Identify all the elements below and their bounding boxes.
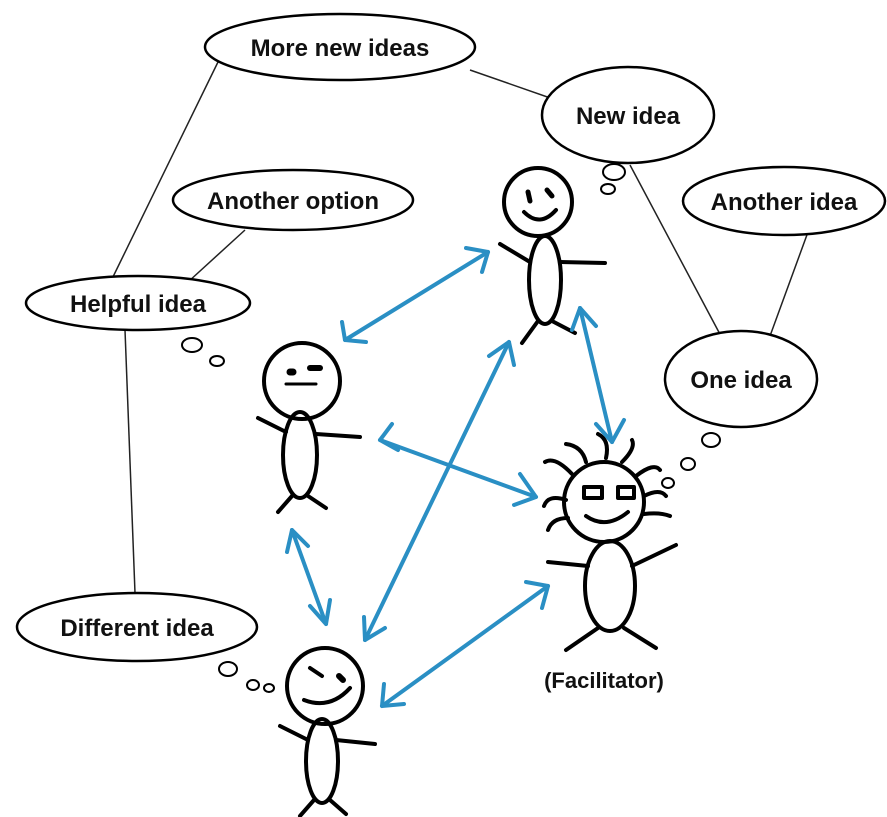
connector-more-to-new	[469, 69, 557, 101]
thought-dot	[181, 337, 203, 353]
head	[262, 341, 342, 421]
arrow-left-top	[340, 246, 490, 344]
thought-dot	[661, 477, 675, 489]
arrow-left-bottom	[285, 528, 332, 626]
connector-more-to-helpful	[109, 61, 219, 284]
bubble-more-new-ideas: More new ideas	[203, 12, 477, 82]
bubble-different-idea-label: Different idea	[60, 615, 214, 642]
bubble-new-idea-label: New idea	[576, 103, 681, 130]
connector-helpful-to-different	[124, 329, 136, 594]
connector-new-to-one	[629, 164, 723, 339]
thought-dot	[209, 355, 225, 367]
bubble-another-idea-label: Another idea	[711, 189, 858, 216]
arrow-top-facilitator	[570, 306, 626, 444]
bubble-another-option-label: Another option	[207, 188, 379, 215]
thought-dots	[181, 163, 721, 693]
connector-option-to-helpful	[187, 229, 246, 283]
connector-another-to-one	[769, 231, 809, 337]
body	[527, 234, 563, 326]
bubble-another-idea: Another idea	[681, 165, 887, 237]
body	[304, 717, 340, 805]
idea-connectors	[109, 61, 809, 594]
bubble-one-idea: One idea	[663, 329, 819, 429]
bubble-another-option: Another option	[171, 168, 415, 232]
arrow-left-facilitator	[378, 422, 538, 507]
interaction-arrows	[285, 246, 626, 708]
body	[583, 539, 637, 633]
arrow-top-bottom	[362, 340, 516, 642]
facilitator-label: (Facilitator)	[544, 668, 664, 693]
head	[562, 460, 646, 544]
bubble-helpful-idea: Helpful idea	[24, 274, 252, 332]
stick-figure-facilitator	[542, 432, 678, 652]
thought-dot	[602, 163, 626, 181]
head	[285, 646, 365, 726]
body	[281, 410, 319, 500]
stick-figure-bottom	[278, 646, 377, 817]
head	[502, 166, 574, 238]
stick-figure-left	[256, 341, 362, 514]
bubble-more-new-ideas-label: More new ideas	[251, 35, 430, 62]
thought-dot	[246, 679, 260, 691]
arrow-bottom-facilitator	[380, 580, 550, 708]
bubble-helpful-idea-label: Helpful idea	[70, 291, 207, 318]
bubble-one-idea-label: One idea	[690, 367, 792, 394]
thought-dot	[600, 183, 616, 195]
thought-dot	[263, 683, 275, 693]
thought-dot	[218, 661, 238, 677]
bubble-different-idea: Different idea	[15, 591, 259, 663]
thought-dot	[701, 432, 721, 448]
stick-figure-top	[498, 166, 607, 345]
bubble-new-idea: New idea	[540, 65, 716, 165]
thought-dot	[680, 457, 696, 471]
